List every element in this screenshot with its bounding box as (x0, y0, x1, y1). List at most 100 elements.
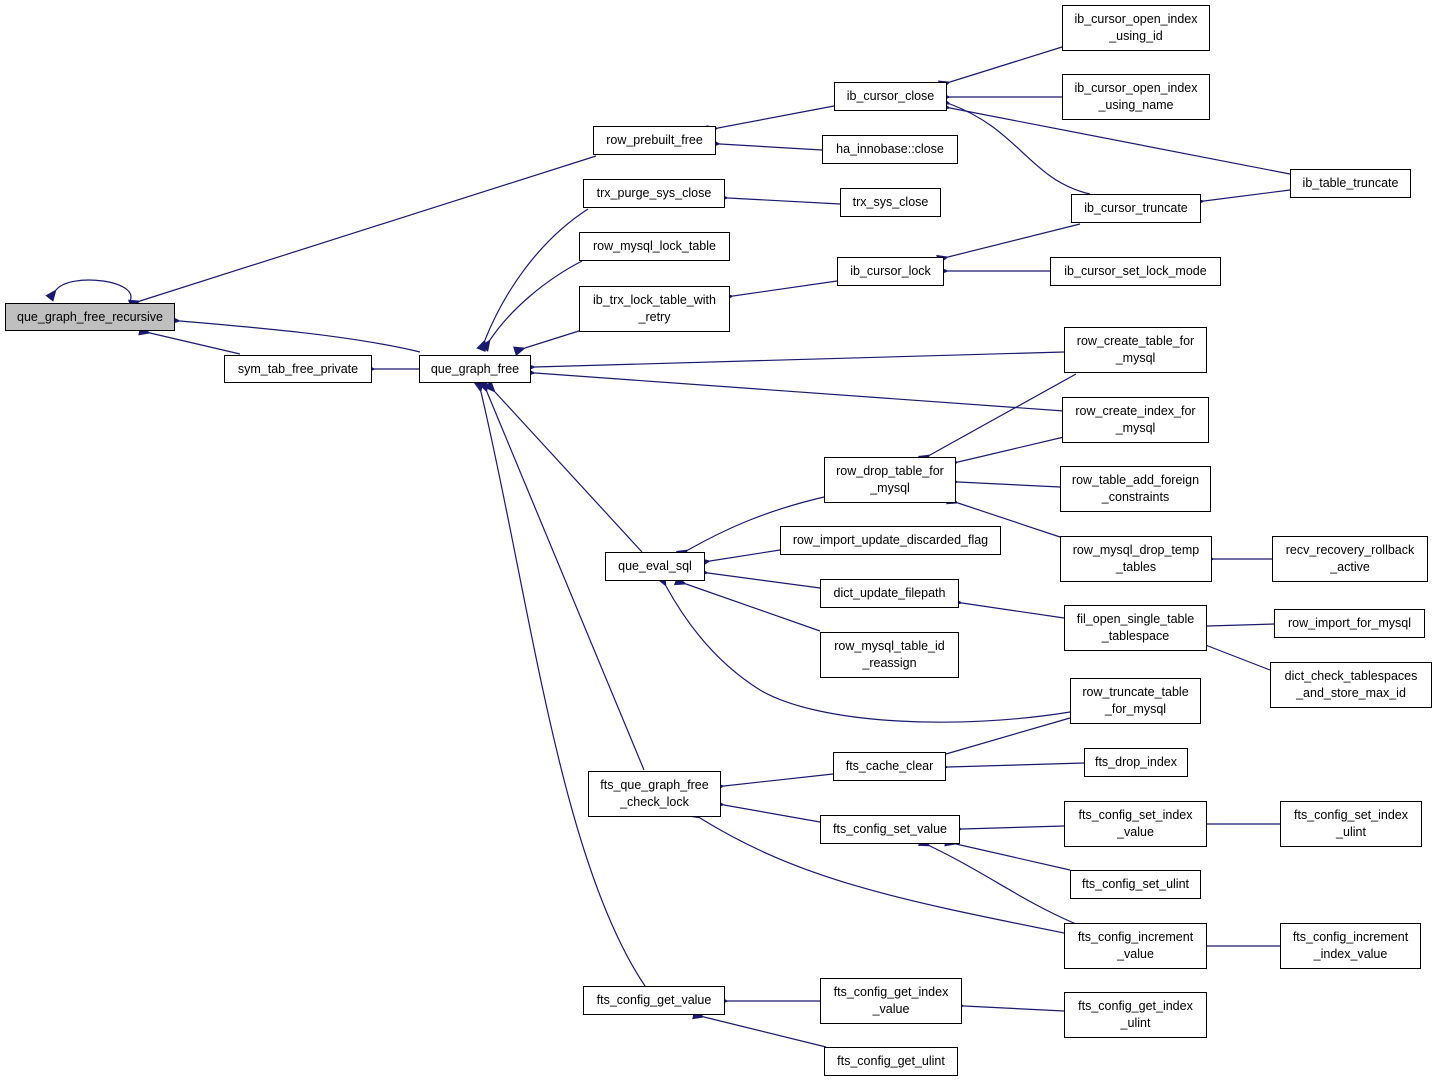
node-label: fts_config_set_value (833, 822, 947, 836)
node-label: fts_config_get_value (596, 993, 712, 1007)
node-label: fts_drop_index (1094, 755, 1177, 769)
node-ib_cursor_open_index_using_name[interactable]: ib_cursor_open_index _using_name (1062, 74, 1210, 120)
edge-ib_table_truncate-to-icc (938, 100, 1291, 175)
node-row_mysql_table_id_reassign[interactable]: row_mysql_table_id _reassign (820, 632, 959, 678)
node-row_truncate_table_for_mysql[interactable]: row_truncate_table _for_mysql (1070, 678, 1201, 724)
node-fts_que_graph_free_check_lock[interactable]: fts_que_graph_free _check_lock (588, 771, 721, 817)
edge-row_create_table-to-qgf (523, 351, 1065, 373)
node-fts_drop_index[interactable]: fts_drop_index (1084, 748, 1188, 777)
node-fts_config_get_value[interactable]: fts_config_get_value (583, 986, 725, 1015)
edge-row_import-to-fil (1196, 621, 1275, 632)
edge-row_table_add_foreign-to-rdt (946, 476, 1061, 488)
node-label: fts_config_set_ulint (1081, 877, 1189, 891)
node-row_table_add_foreign_constraints[interactable]: row_table_add_foreign _constraints (1060, 466, 1211, 512)
edge-row_create_index-to-rdt (946, 436, 1065, 470)
node-trx_purge_sys_close[interactable]: trx_purge_sys_close (583, 179, 725, 208)
node-row_create_table_for_mysql[interactable]: row_create_table_for _mysql (1064, 327, 1207, 373)
node-ib_cursor_close[interactable]: ib_cursor_close (834, 82, 947, 111)
node-label: fts_config_set_index _value (1078, 808, 1193, 839)
node-ib_table_truncate[interactable]: ib_table_truncate (1290, 169, 1411, 198)
edge-fil_open-to-duf (950, 596, 1065, 619)
edge-trx_purge-to-qgf (476, 208, 589, 353)
edge-set_index_value-to-fcsv (950, 824, 1065, 835)
node-label: recv_recovery_rollback _active (1285, 543, 1415, 574)
node-fts_config_increment_index_value[interactable]: fts_config_increment _index_value (1280, 923, 1421, 969)
node-ib_cursor_lock[interactable]: ib_cursor_lock (837, 257, 944, 286)
node-sym_tab_free_private[interactable]: sym_tab_free_private (224, 355, 372, 383)
edge-fts_drop_index-to-fcc (936, 762, 1085, 773)
node-label: que_eval_sql (618, 559, 692, 573)
node-label: row_table_add_foreign _constraints (1071, 473, 1200, 504)
node-label: fts_config_get_index _value (833, 985, 949, 1016)
edge-fts_que_graph-to-qgf (478, 379, 645, 771)
node-fts_config_set_index_ulint[interactable]: fts_config_set_index _ulint (1280, 801, 1422, 847)
edge-dict_update_filepath-to-qes (696, 566, 821, 589)
node-label: fts_config_set_index _ulint (1294, 808, 1408, 839)
edge-row_mysql_drop_temp-to-rdt (945, 494, 1061, 538)
edge-que_eval_sql-to-qgf (483, 380, 643, 553)
node-row_import_update_discarded_flag[interactable]: row_import_update_discarded_flag (780, 526, 1001, 555)
edge-ib_cursor_close-to-rpf (706, 105, 835, 135)
node-label: fil_open_single_table _tablespace (1076, 612, 1195, 643)
edge-dict_check-to-fil (1195, 637, 1271, 671)
node-ib_trx_lock_table_with_retry[interactable]: ib_trx_lock_table_with _retry (579, 286, 730, 332)
node-row_drop_table_for_mysql[interactable]: row_drop_table_for _mysql (824, 457, 956, 503)
edge-get_index_ulint-to-fcgiv (952, 1000, 1065, 1012)
node-label: row_drop_table_for _mysql (836, 464, 944, 495)
node-dict_check_tablespaces_and_store_max_id[interactable]: dict_check_tablespaces _and_store_max_id (1270, 662, 1432, 708)
node-fts_config_set_index_value[interactable]: fts_config_set_index _value (1064, 801, 1207, 847)
node-label: row_create_index_for _mysql (1075, 404, 1196, 435)
node-fts_config_get_ulint[interactable]: fts_config_get_ulint (824, 1047, 958, 1076)
edge-row_mysql_lock_table-to-qgf (479, 260, 583, 352)
node-fts_config_get_index_ulint[interactable]: fts_config_get_index _ulint (1064, 992, 1207, 1038)
node-row_mysql_lock_table[interactable]: row_mysql_lock_table (579, 232, 730, 261)
node-label: fts_config_increment _value (1077, 930, 1194, 961)
node-row_create_index_for_mysql[interactable]: row_create_index_for _mysql (1062, 397, 1209, 443)
node-fil_open_single_table_tablespace[interactable]: fil_open_single_table _tablespace (1064, 605, 1207, 651)
node-label: row_import_update_discarded_flag (792, 533, 989, 547)
edge-self-loop (45, 279, 132, 302)
node-fts_config_set_ulint[interactable]: fts_config_set_ulint (1070, 870, 1201, 899)
node-recv_recovery_rollback_active[interactable]: recv_recovery_rollback _active (1272, 536, 1428, 582)
node-label: row_prebuilt_free (606, 133, 703, 147)
node-label: trx_purge_sys_close (596, 186, 712, 200)
edge-ict-to-icl (936, 223, 1081, 265)
edge-row_truncate-to-fcc (934, 717, 1071, 762)
edge-increment_value-to-fcsv (917, 836, 1077, 925)
node-label: dict_check_tablespaces _and_store_max_id (1284, 669, 1418, 700)
node-ib_cursor_truncate[interactable]: ib_cursor_truncate (1071, 194, 1201, 223)
node-fts_config_set_value[interactable]: fts_config_set_value (820, 815, 960, 844)
node-ha_innobase_close[interactable]: ha_innobase::close (822, 135, 958, 164)
node-label: ib_cursor_lock (850, 264, 931, 278)
edge-ib_table_truncate-to-ict (1192, 189, 1291, 208)
node-label: row_import_for_mysql (1288, 616, 1411, 630)
edge-fts_cache_clear-to-fqgf (712, 773, 834, 793)
node-que_graph_free[interactable]: que_graph_free (419, 355, 531, 383)
node-que_graph_free_recursive[interactable]: que_graph_free_recursive (5, 303, 175, 331)
node-row_mysql_drop_temp_tables[interactable]: row_mysql_drop_temp _tables (1060, 536, 1212, 582)
edge-row_prebuilt_free-to-root (128, 155, 597, 310)
node-ib_cursor_open_index_using_id[interactable]: ib_cursor_open_index _using_id (1062, 5, 1210, 51)
node-label: ha_innobase::close (836, 142, 944, 156)
edge-import_update-to-qes (698, 549, 781, 568)
node-fts_config_get_index_value[interactable]: fts_config_get_index _value (820, 978, 962, 1024)
node-row_prebuilt_free[interactable]: row_prebuilt_free (593, 126, 716, 155)
node-trx_sys_close[interactable]: trx_sys_close (840, 188, 941, 217)
edge-row_truncate-to-qes (656, 573, 1071, 723)
node-que_eval_sql[interactable]: que_eval_sql (605, 552, 705, 581)
node-dict_update_filepath[interactable]: dict_update_filepath (820, 579, 959, 608)
node-label: fts_config_increment _index_value (1292, 930, 1409, 961)
node-label: fts_config_get_index _ulint (1078, 999, 1193, 1030)
edge-set_ulint-to-fcsv (944, 836, 1071, 871)
node-row_import_for_mysql[interactable]: row_import_for_mysql (1274, 609, 1425, 638)
node-label: que_graph_free_recursive (17, 309, 163, 324)
node-label: fts_config_get_ulint (837, 1054, 945, 1068)
edge-open_index_using_id-to-icc (938, 46, 1063, 91)
node-label: ib_cursor_open_index _using_name (1074, 81, 1198, 112)
node-fts_cache_clear[interactable]: fts_cache_clear (833, 752, 946, 781)
node-label: fts_que_graph_free _check_lock (600, 778, 709, 809)
node-label: ib_cursor_set_lock_mode (1064, 264, 1207, 278)
node-ib_cursor_set_lock_mode[interactable]: ib_cursor_set_lock_mode (1050, 257, 1221, 286)
node-fts_config_increment_value[interactable]: fts_config_increment _value (1064, 923, 1207, 969)
